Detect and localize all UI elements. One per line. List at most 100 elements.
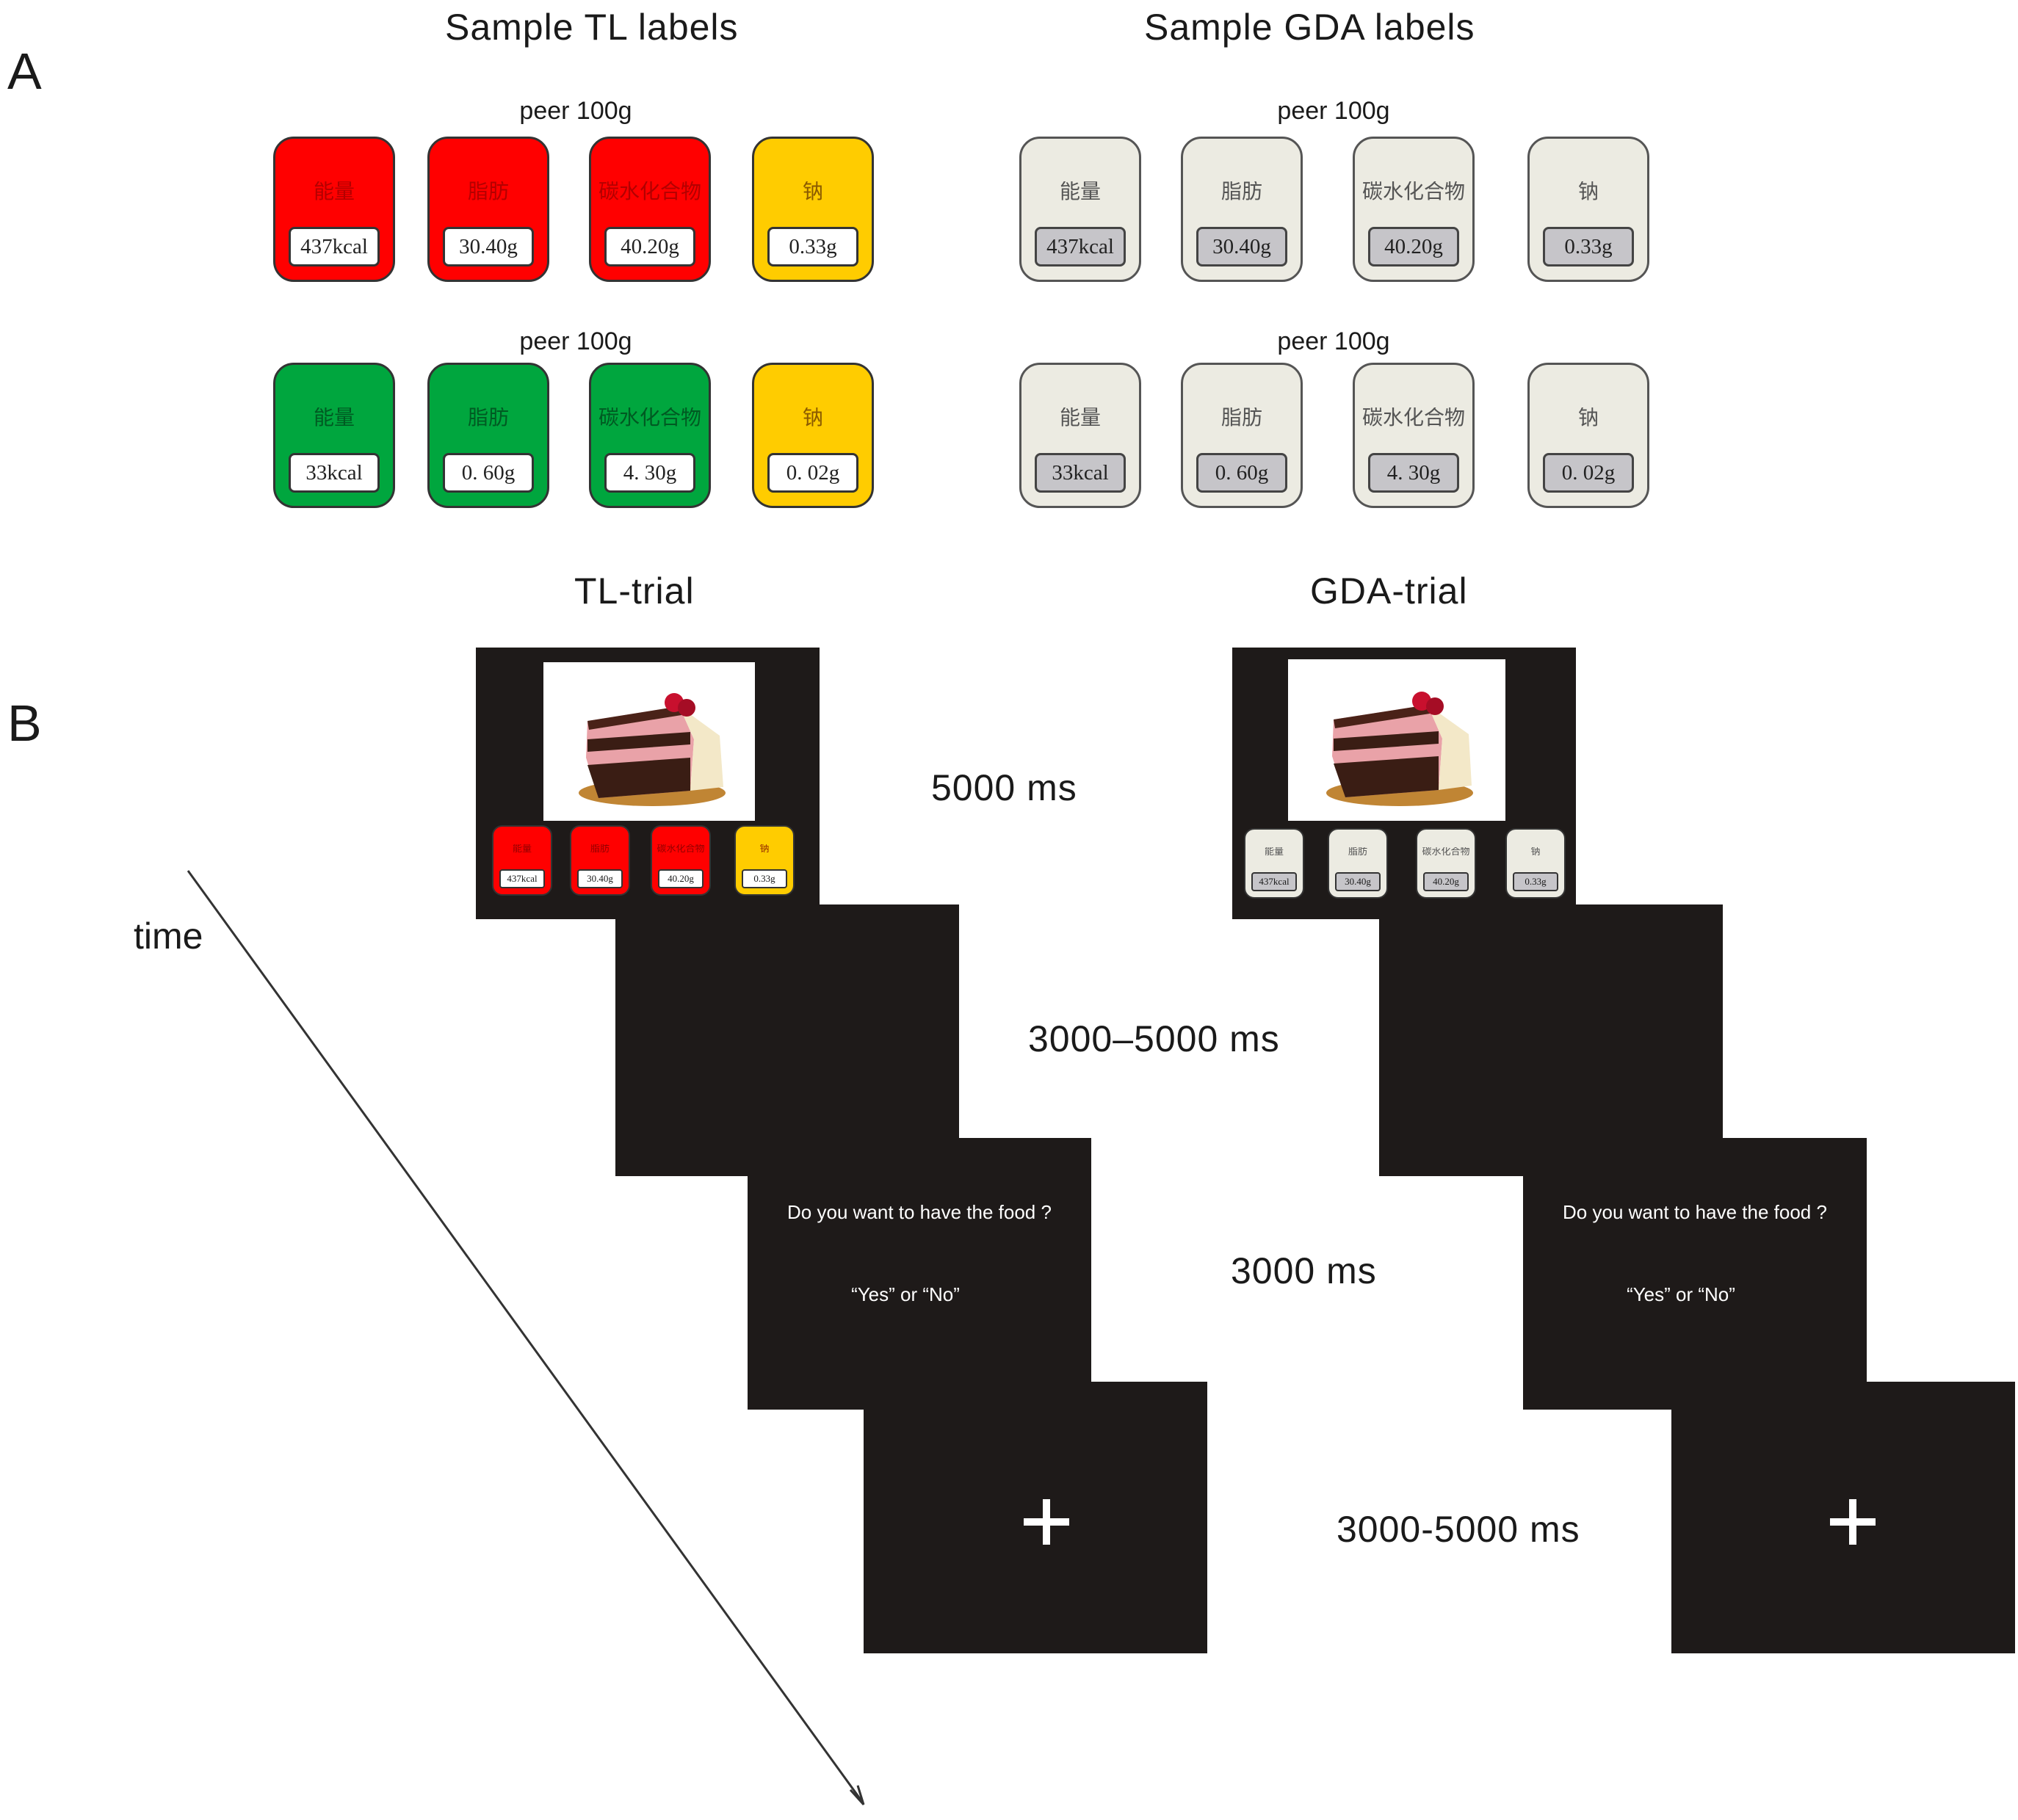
- gda-question-text: Do you want to have the food ?: [1563, 1201, 1827, 1223]
- tl-nutrient-value: 40.20g: [604, 227, 695, 267]
- gda-nutrient-name: 钠: [1577, 181, 1599, 202]
- fixation-cross-gda: [1830, 1499, 1876, 1545]
- gda-nutrient-name: 能量: [1059, 407, 1101, 428]
- tl-nutrient-name: 碳水化合物: [598, 181, 701, 202]
- tl-nutrient-value: 30.40g: [443, 227, 534, 267]
- gda-card-fat-row1: 脂肪 30.40g: [1181, 137, 1303, 282]
- gda-screen-blank: [1379, 904, 1723, 1176]
- tl-nutrient-name: 钠: [802, 181, 823, 202]
- gda-card-carbohydrate-row1: 碳水化合物 40.20g: [1353, 137, 1475, 282]
- tl-mini-nutrient-value: 0.33g: [742, 869, 787, 888]
- tl-mini-nutrient-value: 40.20g: [658, 869, 704, 888]
- tl-mini-nutrient-name: 能量: [512, 844, 532, 854]
- tl-mini-nutrient-value: 30.40g: [577, 869, 623, 888]
- tl-nutrient-value: 33kcal: [289, 453, 380, 493]
- gda-mini-nutrient-value: 30.40g: [1335, 872, 1381, 891]
- tl-answer-text: “Yes” or “No”: [851, 1283, 960, 1305]
- tl-nutrient-value: 0.33g: [767, 227, 858, 267]
- gda-nutrient-name: 碳水化合物: [1361, 407, 1465, 428]
- time-arrow-head: [849, 1785, 865, 1806]
- gda-card-energy-row2: 能量 33kcal: [1019, 363, 1141, 508]
- tl-screen-question: Do you want to have the food ? “Yes” or …: [748, 1138, 1091, 1410]
- gda-nutrient-name: 钠: [1577, 407, 1599, 428]
- tl-card-carbohydrate-row1: 碳水化合物 40.20g: [589, 137, 711, 282]
- tl-screen-blank: [615, 904, 959, 1176]
- cake-image: [579, 693, 726, 806]
- gda-card-fat-row2: 脂肪 0. 60g: [1181, 363, 1303, 508]
- tl-mini-nutrient-value: 437kcal: [499, 869, 545, 888]
- tl-nutrient-name: 脂肪: [467, 407, 509, 428]
- gda-mini-card-sodium: 钠 0.33g: [1505, 828, 1566, 899]
- tl-mini-card-sodium: 钠 0.33g: [734, 825, 795, 896]
- tl-nutrient-name: 能量: [313, 181, 355, 202]
- gda-nutrient-name: 脂肪: [1220, 407, 1262, 428]
- gda-mini-card-carbohydrate: 碳水化合物 40.20g: [1416, 828, 1476, 899]
- gda-mini-nutrient-name: 钠: [1530, 847, 1541, 857]
- tl-screen-food: 能量 437kcal 脂肪 30.40g 碳水化合物 40.20g 钠 0.33g: [476, 648, 820, 919]
- tl-mini-nutrient-name: 钠: [759, 844, 770, 854]
- fixation-cross: [1024, 1499, 1069, 1545]
- gda-screen-fixation: [1671, 1382, 2015, 1653]
- gda-card-energy-row1: 能量 437kcal: [1019, 137, 1141, 282]
- peer-caption-tl-row1: peer 100g: [519, 97, 632, 125]
- gda-screen-question: Do you want to have the food ? “Yes” or …: [1523, 1138, 1867, 1410]
- gda-nutrient-value: 0. 02g: [1543, 453, 1634, 493]
- gda-mini-nutrient-value: 0.33g: [1513, 872, 1558, 891]
- cake-photo: [543, 662, 755, 821]
- timing-food-screen: 5000 ms: [931, 767, 1077, 808]
- gda-nutrient-value: 0. 60g: [1196, 453, 1287, 493]
- timing-blank-screen: 3000–5000 ms: [1028, 1018, 1280, 1059]
- gda-mini-nutrient-name: 能量: [1264, 847, 1284, 857]
- gda-mini-nutrient-value: 437kcal: [1251, 872, 1297, 891]
- cake-image-gda: [1326, 692, 1473, 806]
- gda-nutrient-value: 437kcal: [1035, 227, 1126, 267]
- heading-tl-trial: TL-trial: [574, 570, 695, 612]
- panel-label-a: A: [7, 43, 42, 100]
- tl-nutrient-value: 437kcal: [289, 227, 380, 267]
- time-axis-label: time: [134, 916, 203, 957]
- gda-nutrient-value: 40.20g: [1368, 227, 1459, 267]
- tl-nutrient-name: 碳水化合物: [598, 407, 701, 428]
- tl-card-energy-row1: 能量 437kcal: [273, 137, 395, 282]
- gda-answer-text: “Yes” or “No”: [1627, 1283, 1735, 1305]
- cake-photo-gda: [1288, 659, 1505, 821]
- gda-nutrient-value: 33kcal: [1035, 453, 1126, 493]
- tl-screen-fixation: [864, 1382, 1207, 1653]
- heading-sample-gda-labels: Sample GDA labels: [1144, 7, 1475, 48]
- tl-card-sodium-row2: 钠 0. 02g: [752, 363, 874, 508]
- tl-card-sodium-row1: 钠 0.33g: [752, 137, 874, 282]
- panel-label-b: B: [7, 695, 42, 752]
- tl-nutrient-value: 4. 30g: [604, 453, 695, 493]
- gda-nutrient-value: 0.33g: [1543, 227, 1634, 267]
- gda-mini-card-energy: 能量 437kcal: [1244, 828, 1304, 899]
- heading-gda-trial: GDA-trial: [1310, 570, 1468, 612]
- heading-sample-tl-labels: Sample TL labels: [445, 7, 739, 48]
- tl-card-energy-row2: 能量 33kcal: [273, 363, 395, 508]
- tl-nutrient-name: 能量: [313, 407, 355, 428]
- tl-mini-card-energy: 能量 437kcal: [492, 825, 552, 896]
- tl-nutrient-value: 0. 02g: [767, 453, 858, 493]
- gda-nutrient-value: 30.40g: [1196, 227, 1287, 267]
- tl-card-carbohydrate-row2: 碳水化合物 4. 30g: [589, 363, 711, 508]
- peer-caption-gda-row2: peer 100g: [1277, 327, 1390, 355]
- gda-mini-nutrient-name: 碳水化合物: [1422, 847, 1470, 857]
- tl-question-text: Do you want to have the food ?: [787, 1201, 1052, 1223]
- time-arrow-shaft: [187, 870, 864, 1802]
- timing-fixation-screen: 3000-5000 ms: [1337, 1509, 1580, 1550]
- gda-nutrient-name: 脂肪: [1220, 181, 1262, 202]
- gda-nutrient-name: 碳水化合物: [1361, 181, 1465, 202]
- timing-question-screen: 3000 ms: [1231, 1250, 1377, 1291]
- gda-nutrient-name: 能量: [1059, 181, 1101, 202]
- tl-mini-nutrient-name: 碳水化合物: [657, 844, 705, 854]
- tl-mini-nutrient-name: 脂肪: [590, 844, 610, 854]
- tl-mini-card-carbohydrate: 碳水化合物 40.20g: [651, 825, 711, 896]
- gda-mini-nutrient-value: 40.20g: [1423, 872, 1469, 891]
- tl-mini-card-fat: 脂肪 30.40g: [570, 825, 630, 896]
- tl-nutrient-name: 钠: [802, 407, 823, 428]
